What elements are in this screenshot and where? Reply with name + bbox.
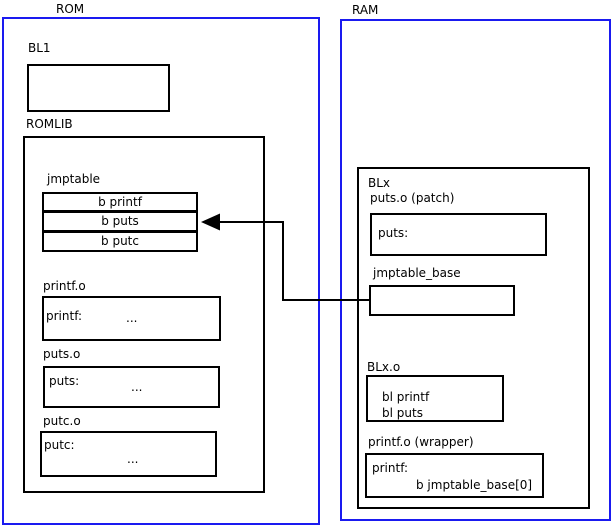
jmptable-row-b-puts: b puts	[42, 211, 198, 232]
puts-o-box: puts: ...	[43, 366, 220, 408]
jmptable-label: jmptable	[47, 172, 101, 186]
printf-wrapper-label: printf.o (wrapper)	[368, 435, 474, 449]
printf-o-label: printf.o	[43, 279, 86, 293]
blx-label: BLx	[368, 176, 391, 190]
putc-body-ellipsis: ...	[127, 452, 139, 466]
ram-title: RAM	[352, 3, 379, 17]
bl1-box	[27, 64, 170, 112]
puts-patch-symbol: puts:	[378, 226, 409, 240]
puts-symbol: puts:	[49, 374, 80, 388]
jmptable-base-label: jmptable_base	[373, 266, 461, 280]
putc-symbol: putc:	[44, 438, 75, 452]
blx-o-label: BLx.o	[367, 360, 401, 374]
blx-o-box: bl printf bl puts	[366, 375, 504, 422]
romlib-label: ROMLIB	[26, 117, 73, 131]
puts-body-ellipsis: ...	[131, 380, 143, 394]
printf-body-ellipsis: ...	[126, 311, 138, 325]
putc-o-label: putc.o	[43, 414, 81, 428]
jmptable-row-b-putc: b putc	[42, 231, 198, 252]
blx-o-line-bl-printf: bl printf	[382, 390, 430, 404]
jmptable-row-b-printf: b printf	[42, 192, 198, 212]
bl1-label: BL1	[28, 41, 51, 55]
printf-wrapper-symbol: printf:	[372, 461, 409, 475]
rom-title: ROM	[56, 2, 85, 16]
puts-o-label: puts.o	[43, 347, 81, 361]
printf-wrapper-box: printf: b jmptable_base[0]	[365, 453, 544, 498]
putc-o-box: putc: ...	[40, 431, 217, 477]
jmptable-base-box	[369, 285, 515, 316]
printf-o-box: printf: ...	[42, 296, 221, 341]
blx-o-line-bl-puts: bl puts	[382, 406, 423, 420]
puts-patch-label: puts.o (patch)	[370, 191, 455, 205]
printf-symbol: printf:	[46, 309, 83, 323]
printf-wrapper-branch: b jmptable_base[0]	[416, 478, 533, 492]
puts-patch-box: puts:	[370, 213, 547, 256]
